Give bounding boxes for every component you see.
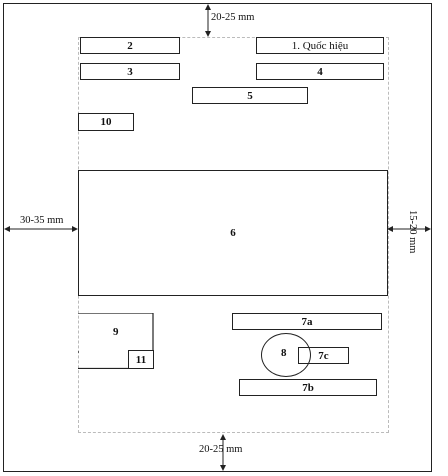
field-7b: 7b xyxy=(239,379,377,396)
field-10: 10 xyxy=(78,113,134,131)
field-6-main-content: 6 xyxy=(78,170,388,296)
top-margin-label: 20-25 mm xyxy=(211,12,255,23)
field-3: 3 xyxy=(80,63,180,80)
right-margin-label: 15-20 mm xyxy=(407,210,418,254)
field-8-seal xyxy=(261,333,311,377)
field-11: 11 xyxy=(128,350,154,369)
field-4: 4 xyxy=(256,63,384,80)
left-margin-label: 30-35 mm xyxy=(20,215,64,226)
page-outline xyxy=(3,3,432,472)
bottom-margin-label: 20-25 mm xyxy=(199,444,243,455)
field-8-label: 8 xyxy=(281,347,287,359)
field-1-national-title: 1. Quốc hiệu xyxy=(256,37,384,54)
field-9-label: 9 xyxy=(113,326,119,338)
field-7a: 7a xyxy=(232,313,382,330)
field-2: 2 xyxy=(80,37,180,54)
field-5: 5 xyxy=(192,87,308,104)
